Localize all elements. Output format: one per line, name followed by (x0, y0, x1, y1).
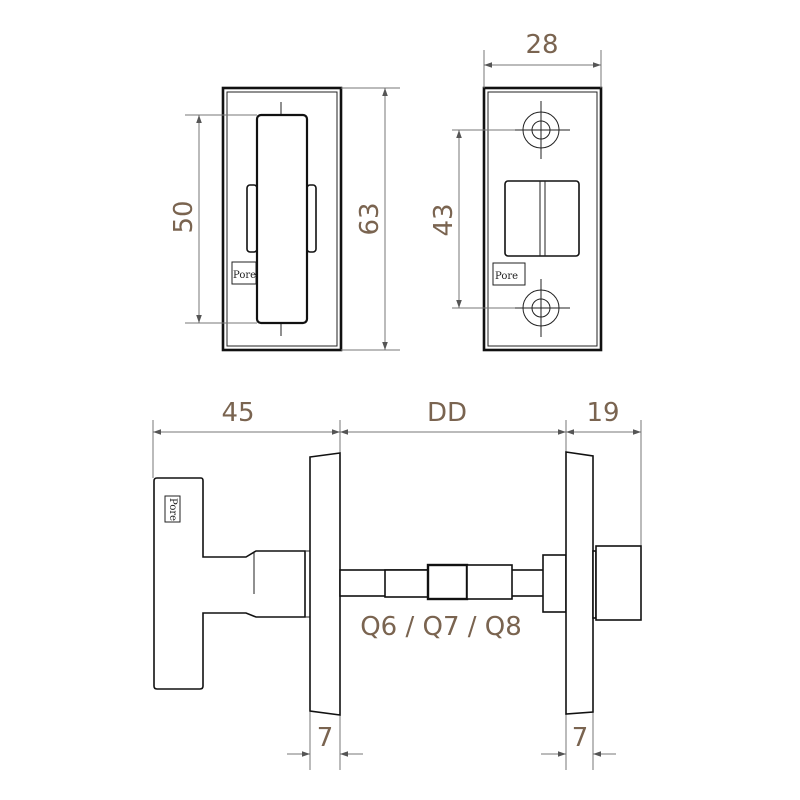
svg-text:Pore: Pore (495, 271, 518, 282)
turn-knob (595, 545, 642, 621)
logo (164, 495, 181, 523)
front-view-handle: Pore 50 63 (169, 86, 400, 352)
dim-7-right: 7 (572, 723, 589, 753)
dim-19: 19 (586, 398, 619, 428)
dim-63: 63 (355, 202, 385, 235)
t-knob (153, 477, 306, 690)
screw-hole-bottom (515, 279, 570, 337)
screw-hole-top (515, 101, 570, 159)
indicator-slot (504, 180, 580, 257)
logo-text: Pore (233, 270, 256, 281)
back-plate-view: Pore 43 28 (429, 30, 603, 352)
dim-7-left: 7 (317, 723, 334, 753)
dim-45: 45 (221, 398, 254, 428)
rose-right (565, 451, 594, 715)
side-view: 45 DD 19 Pore Q6 / Q7 / Q8 7 7 (152, 398, 642, 770)
spindle-label: Q6 / Q7 / Q8 (360, 612, 522, 642)
dim-dd: DD (427, 398, 467, 428)
dim-43: 43 (429, 203, 459, 236)
handle (255, 113, 309, 325)
logo (492, 262, 526, 286)
svg-text:Pore: Pore (167, 498, 178, 521)
rose-left (309, 452, 341, 716)
dim-28: 28 (525, 30, 558, 60)
dim-50: 50 (169, 200, 199, 233)
